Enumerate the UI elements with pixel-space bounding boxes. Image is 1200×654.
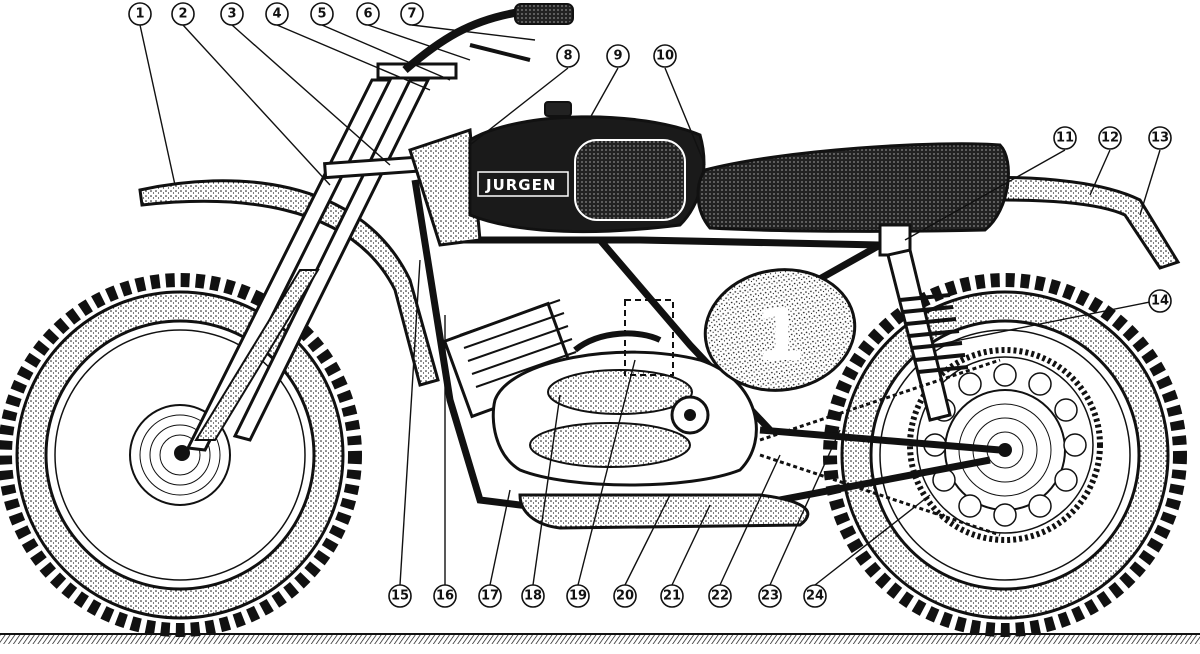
callout-label: 17: [481, 589, 499, 604]
callout-label: 4: [272, 7, 281, 22]
engine: [442, 299, 758, 487]
callout-17: 17: [478, 584, 502, 608]
callout-3: 3: [220, 2, 244, 26]
seat: [696, 142, 1010, 233]
number-plate: 1: [703, 268, 857, 392]
callout-label: 11: [1056, 131, 1074, 146]
callout-24: 24: [803, 584, 827, 608]
front-fender: [138, 179, 440, 387]
callout-14: 14: [1148, 289, 1172, 313]
callout-5: 5: [310, 2, 334, 26]
race-number: 1: [755, 293, 805, 377]
callout-9: 9: [606, 44, 630, 68]
callout-18: 18: [521, 584, 545, 608]
callout-23: 23: [758, 584, 782, 608]
callout-label: 13: [1151, 131, 1169, 146]
callout-8: 8: [556, 44, 580, 68]
callout-12: 12: [1098, 126, 1122, 150]
front-wheel: [0, 273, 362, 637]
callout-label: 21: [663, 589, 681, 604]
callout-label: 7: [407, 7, 416, 22]
callout-label: 23: [761, 589, 779, 604]
callout-16: 16: [433, 584, 457, 608]
callout-13: 13: [1148, 126, 1172, 150]
drive-chain: [759, 358, 1001, 537]
callout-21: 21: [660, 584, 684, 608]
callout-7: 7: [400, 2, 424, 26]
callout-label: 18: [524, 589, 542, 604]
callout-label: 8: [563, 49, 572, 64]
exhaust-pipe: [518, 493, 810, 530]
callout-label: 16: [436, 589, 454, 604]
leader-lines: [139, 24, 1161, 586]
handlebar: [402, 3, 574, 74]
callout-2: 2: [171, 2, 195, 26]
tank-brand-label: JURGEN: [485, 176, 556, 194]
callout-label: 15: [391, 589, 409, 604]
callout-label: 9: [613, 49, 622, 64]
callout-19: 19: [566, 584, 590, 608]
callout-15: 15: [388, 584, 412, 608]
callout-1: 1: [128, 2, 152, 26]
callout-label: 1: [135, 7, 144, 22]
rear-wheel: [823, 273, 1187, 637]
callout-6: 6: [356, 2, 380, 26]
callout-label: 14: [1151, 294, 1169, 309]
frame: [411, 179, 1001, 514]
callout-22: 22: [708, 584, 732, 608]
callout-20: 20: [613, 584, 637, 608]
callout-label: 24: [806, 589, 824, 604]
callout-4: 4: [265, 2, 289, 26]
callout-10: 10: [653, 44, 677, 68]
callout-label: 20: [616, 589, 634, 604]
frame-gusset: [408, 127, 482, 247]
callout-label: 22: [711, 589, 729, 604]
rear-sprocket: [907, 347, 1103, 543]
callout-label: 2: [178, 7, 187, 22]
callout-label: 12: [1101, 131, 1119, 146]
front-fork: [185, 62, 458, 452]
callout-label: 19: [569, 589, 587, 604]
callout-label: 5: [317, 7, 326, 22]
callout-11: 11: [1053, 126, 1077, 150]
fuel-tank: JURGEN: [468, 101, 706, 234]
callout-label: 6: [363, 7, 372, 22]
callout-label: 3: [227, 7, 236, 22]
callout-label: 10: [656, 49, 674, 64]
hidden-component-outline: [624, 299, 674, 376]
